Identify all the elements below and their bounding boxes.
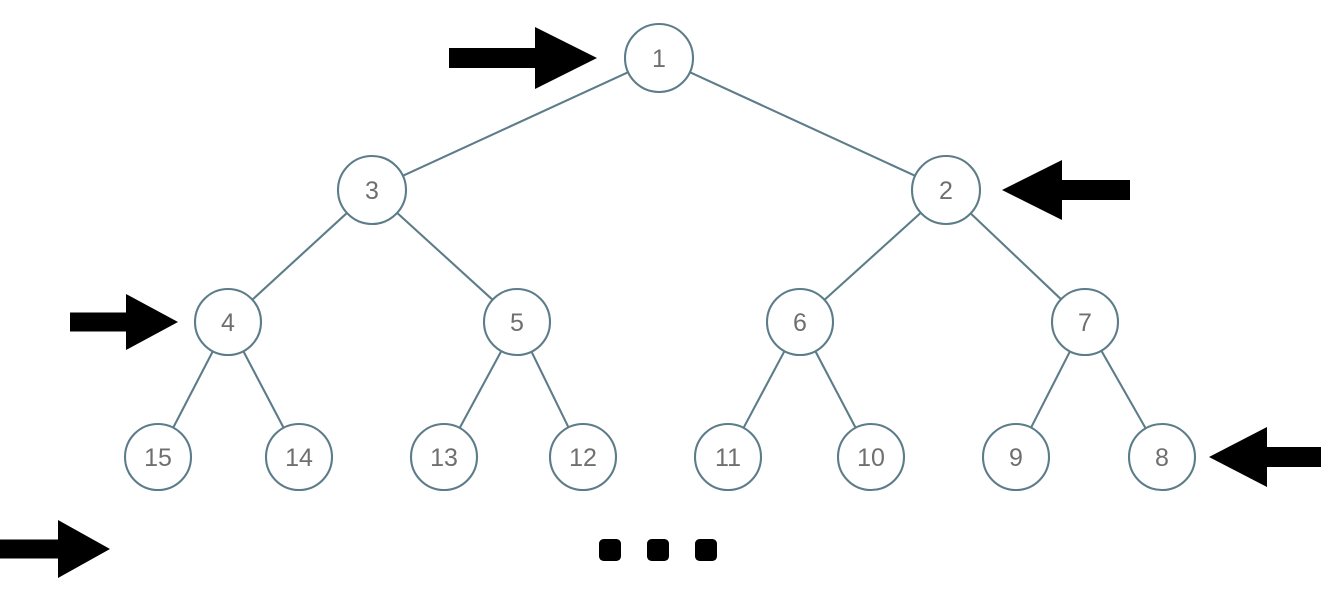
node-label: 11 [715,444,741,472]
node-label: 12 [569,444,597,472]
tree-node-11[interactable]: 11 [693,422,763,492]
tree-node-1[interactable]: 1 [623,22,695,94]
node-circle [623,22,695,94]
tree-node-3[interactable]: 3 [336,154,408,226]
node-label: 3 [365,177,379,205]
node-label: 13 [430,444,458,472]
tree-edge [530,351,570,428]
node-circle [264,422,334,492]
tree-node-9[interactable]: 9 [981,422,1051,492]
node-label: 6 [793,309,807,337]
tree-edge [251,212,348,301]
tree-edge [1100,350,1147,429]
pointer-arrow-left [1002,160,1130,220]
tree-edge [396,212,494,301]
tree-node-6[interactable]: 6 [765,287,835,357]
node-circle [981,422,1051,492]
node-circle [1050,287,1120,357]
tree-edge [969,212,1062,300]
node-circle [409,422,479,492]
node-circle [548,422,618,492]
tree-edge [1030,350,1071,429]
node-circle [836,422,906,492]
node-circle [336,154,408,226]
ellipsis-dot [647,539,669,561]
tree-edge [814,350,857,429]
tree-edges-group [172,71,1147,429]
tree-node-5[interactable]: 5 [482,287,552,357]
node-circle [1127,422,1197,492]
tree-edge [172,350,214,429]
ellipsis-dot [695,539,717,561]
tree-node-10[interactable]: 10 [836,422,906,492]
node-label: 1 [652,45,666,73]
tree-edge [458,350,503,429]
node-circle [693,422,763,492]
node-label: 5 [510,309,524,337]
tree-node-13[interactable]: 13 [409,422,479,492]
tree-node-12[interactable]: 12 [548,422,618,492]
tree-node-2[interactable]: 2 [910,154,982,226]
pointer-arrow-left [1209,427,1321,487]
tree-node-15[interactable]: 15 [123,422,193,492]
pointer-arrow-right [0,520,110,578]
node-circle [193,287,263,357]
tree-node-14[interactable]: 14 [264,422,334,492]
node-label: 7 [1078,309,1092,337]
node-label: 10 [857,444,885,472]
node-circle [482,287,552,357]
node-label: 4 [221,309,235,337]
node-label: 2 [939,177,953,205]
tree-node-7[interactable]: 7 [1050,287,1120,357]
node-label: 15 [144,444,172,472]
tree-node-4[interactable]: 4 [193,287,263,357]
node-circle [765,287,835,357]
tree-edge [242,350,285,429]
pointer-arrows-group [0,27,1321,578]
node-circle [910,154,982,226]
node-label: 8 [1155,444,1169,472]
tree-edge [402,71,629,177]
pointer-arrow-right [449,27,597,89]
tree-node-8[interactable]: 8 [1127,422,1197,492]
node-label: 9 [1009,444,1023,472]
tree-edge [689,71,916,177]
ellipsis-dot [599,539,621,561]
tree-edge [823,212,922,301]
pointer-arrow-right [70,294,178,350]
node-circle [123,422,193,492]
ellipsis-group [599,539,717,561]
tree-edge [742,350,786,429]
node-label: 14 [285,444,313,472]
